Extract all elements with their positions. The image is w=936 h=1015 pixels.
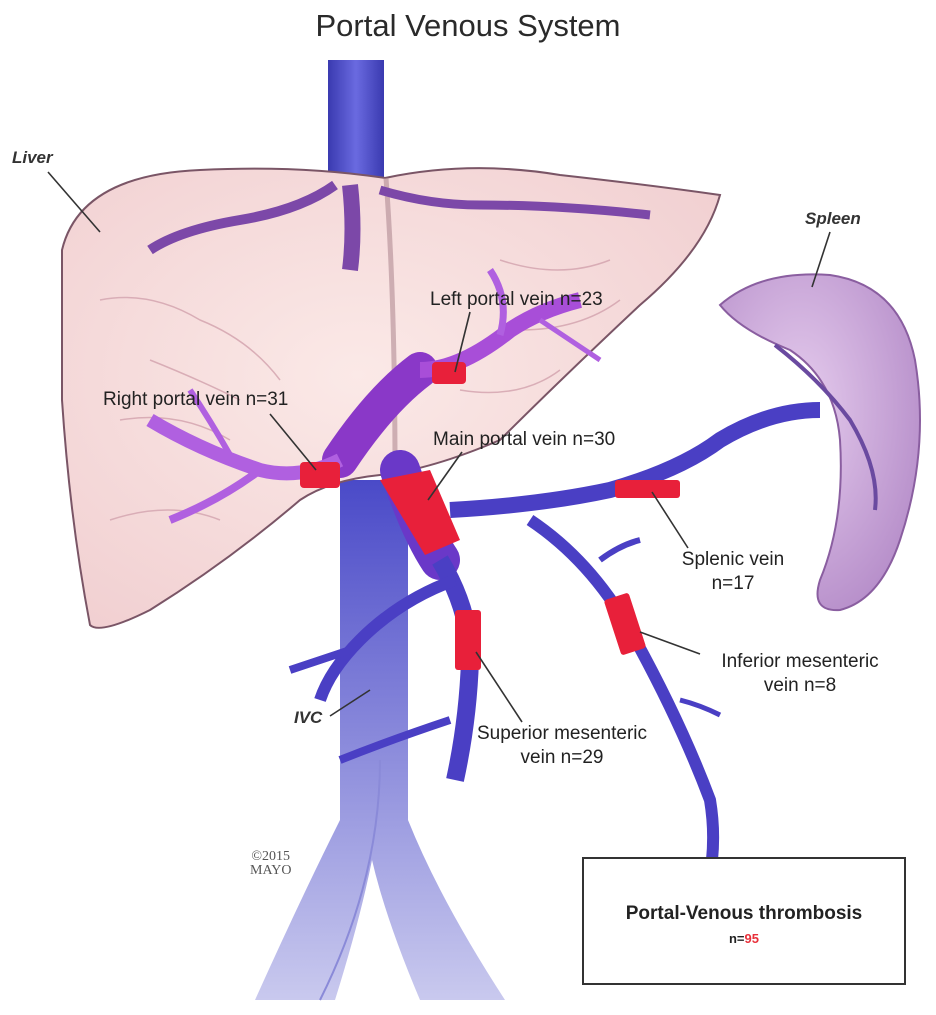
label-splenic-vein-line1: Splenic vein	[668, 548, 798, 572]
summary-box: Portal-Venous thrombosis n=95	[582, 857, 906, 985]
label-ivc: IVC	[294, 707, 322, 728]
leader-inferior-mesenteric	[640, 632, 700, 654]
summary-title: Portal-Venous thrombosis	[584, 903, 904, 925]
label-inferior-mesenteric-line1: Inferior mesenteric	[700, 650, 900, 674]
copyright-owner: MAYO	[250, 864, 292, 878]
leader-superior-mesenteric	[476, 652, 522, 722]
label-superior-mesenteric-line2: vein n=29	[462, 746, 662, 770]
label-liver: Liver	[12, 147, 53, 168]
thrombus-superior-mesenteric	[455, 610, 481, 670]
summary-count: n=95	[584, 931, 904, 946]
thrombus-left-portal	[432, 362, 466, 384]
label-left-portal-vein: Left portal vein n=23	[430, 288, 603, 312]
diagram-title: Portal Venous System	[0, 8, 936, 44]
label-inferior-mesenteric-vein: Inferior mesenteric vein n=8	[700, 650, 900, 698]
label-inferior-mesenteric-line2: vein n=8	[700, 674, 900, 698]
label-superior-mesenteric-vein: Superior mesenteric vein n=29	[462, 722, 662, 770]
thrombus-splenic	[615, 480, 680, 498]
copyright-mark: ©2015 MAYO	[250, 850, 292, 878]
label-main-portal-vein: Main portal vein n=30	[433, 428, 615, 452]
summary-count-value: 95	[745, 931, 759, 946]
label-splenic-vein: Splenic vein n=17	[668, 548, 798, 596]
copyright-year: ©2015	[250, 850, 292, 864]
summary-count-prefix: n=	[729, 931, 745, 946]
thrombus-inferior-mesenteric	[604, 592, 647, 655]
label-right-portal-vein: Right portal vein n=31	[103, 388, 288, 412]
thrombus-right-portal	[300, 462, 340, 488]
label-spleen: Spleen	[805, 208, 861, 229]
label-superior-mesenteric-line1: Superior mesenteric	[462, 722, 662, 746]
label-splenic-vein-line2: n=17	[668, 572, 798, 596]
leader-splenic	[652, 492, 688, 548]
